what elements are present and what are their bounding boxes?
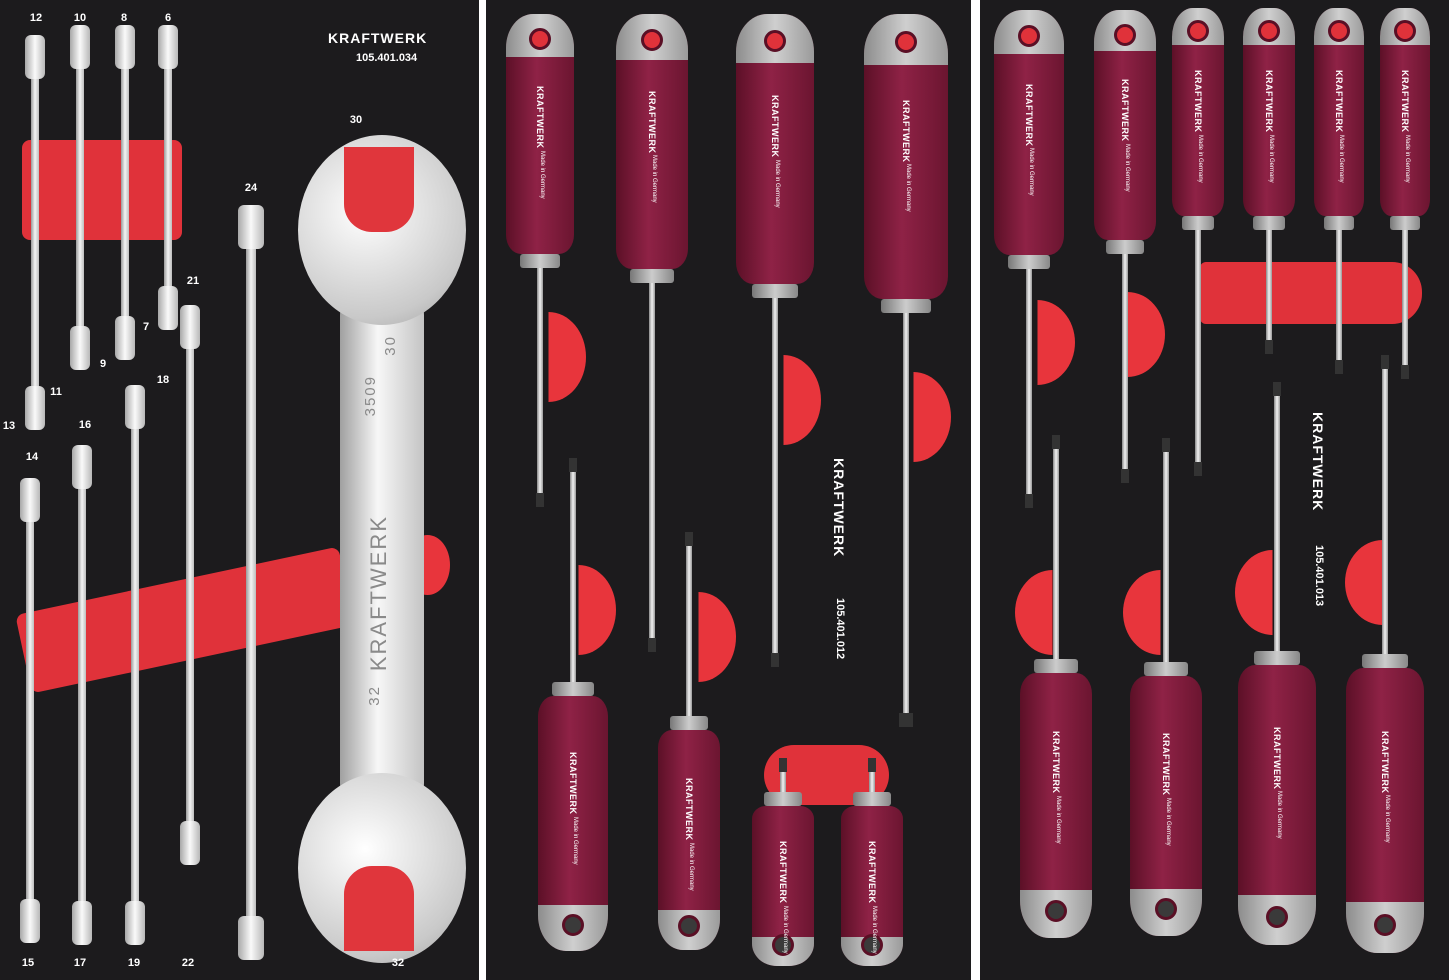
handle-made-in: Made in Germany: [688, 842, 694, 891]
wrench-24: [238, 205, 264, 960]
wrench-8-7: [115, 25, 135, 360]
wrench-16-17: [72, 445, 92, 945]
wrench-14-15: [20, 478, 40, 943]
handle-brand: KRAFTWERK: [1264, 70, 1274, 133]
handle-made-in: Made in Germany: [905, 164, 911, 212]
foam-insert: [22, 140, 182, 240]
size-label: 24: [244, 182, 258, 194]
handle-made-in: Made in Germany: [1055, 795, 1061, 844]
size-label: 13: [2, 420, 16, 432]
size-label: 19: [127, 957, 141, 969]
handle-brand: KRAFTWERK: [1380, 730, 1390, 794]
handle-brand: KRAFTWERK: [901, 99, 911, 163]
tray-code: 105.401.013: [1313, 545, 1325, 607]
size-label: 12: [29, 12, 43, 24]
handle-made-in: Made in Germany: [1028, 148, 1034, 196]
wrench-6-7: [158, 25, 178, 330]
handle-brand: KRAFTWERK: [1334, 70, 1344, 133]
size-label: 17: [73, 957, 87, 969]
size-label: 15: [21, 957, 35, 969]
wrench-12-11: [25, 35, 45, 430]
handle-made-in: Made in Germany: [774, 159, 780, 208]
wrench-marking: KRAFTWERK: [366, 515, 391, 672]
handle-made-in: Made in Germany: [572, 816, 578, 865]
handle-brand: KRAFTWERK: [535, 86, 545, 149]
handle-brand: KRAFTWERK: [1193, 70, 1203, 133]
brand-logo: KRAFTWERK: [1310, 412, 1326, 512]
handle-brand: KRAFTWERK: [1272, 726, 1282, 790]
handle-brand: KRAFTWERK: [1400, 70, 1410, 133]
size-label: 32: [391, 957, 405, 969]
handle-brand: KRAFTWERK: [778, 841, 788, 904]
handle-brand: KRAFTWERK: [568, 752, 578, 815]
handle-made-in: Made in Germany: [651, 155, 657, 203]
handle-brand: KRAFTWERK: [867, 841, 877, 904]
wrench-marking: 3509: [362, 375, 379, 417]
handle-brand: KRAFTWERK: [647, 90, 657, 154]
handle-made-in: Made in Germany: [1384, 795, 1390, 843]
handle-made-in: Made in Germany: [1165, 797, 1171, 846]
brand-logo: KRAFTWERK: [831, 458, 847, 558]
handle-brand: KRAFTWERK: [1024, 83, 1034, 147]
wrench-30-32: KRAFTWERK 3509 30 32: [298, 135, 466, 963]
handle-brand: KRAFTWERK: [1161, 733, 1171, 796]
handle-brand: KRAFTWERK: [1120, 79, 1130, 142]
handle-made-in: Made in Germany: [1268, 134, 1274, 183]
size-label: 16: [78, 419, 92, 431]
size-label: 11: [50, 386, 62, 398]
handle-made-in: Made in Germany: [1124, 143, 1130, 192]
handle-brand: KRAFTWERK: [684, 778, 694, 841]
handle-made-in: Made in Germany: [1338, 134, 1344, 183]
size-label: 14: [25, 451, 39, 463]
wrench-marking: 32: [366, 685, 383, 706]
handle-made-in: Made in Germany: [1404, 134, 1410, 183]
size-label: 9: [99, 358, 107, 370]
handle-made-in: Made in Germany: [1276, 791, 1282, 839]
handle-brand: KRAFTWERK: [770, 95, 780, 158]
handle-brand: KRAFTWERK: [1051, 731, 1061, 794]
tray-code: 105.401.034: [356, 52, 418, 64]
wrench-10-9: [70, 25, 90, 370]
size-label: 22: [181, 957, 195, 969]
handle-made-in: Made in Germany: [782, 905, 788, 954]
handle-made-in: Made in Germany: [539, 150, 545, 199]
foam-insert: [1200, 262, 1422, 324]
size-label: 30: [349, 114, 363, 126]
tray-code: 105.401.012: [834, 598, 846, 660]
size-label: 18: [156, 374, 170, 386]
brand-logo: KRAFTWERK: [328, 30, 428, 46]
handle-made-in: Made in Germany: [1197, 134, 1203, 183]
wrench-marking: 30: [382, 335, 399, 356]
size-label: 10: [73, 12, 87, 24]
size-label: 8: [120, 12, 128, 24]
wrench-tray: KRAFTWERK 105.401.034 KRAFTWERK 3509 30 …: [0, 0, 479, 980]
size-label: 21: [186, 275, 200, 287]
size-label: 6: [164, 12, 172, 24]
size-label: 7: [142, 321, 150, 333]
handle-made-in: Made in Germany: [871, 905, 877, 954]
wrench-21-22: [180, 305, 200, 865]
wrench-18-19: [125, 385, 145, 945]
